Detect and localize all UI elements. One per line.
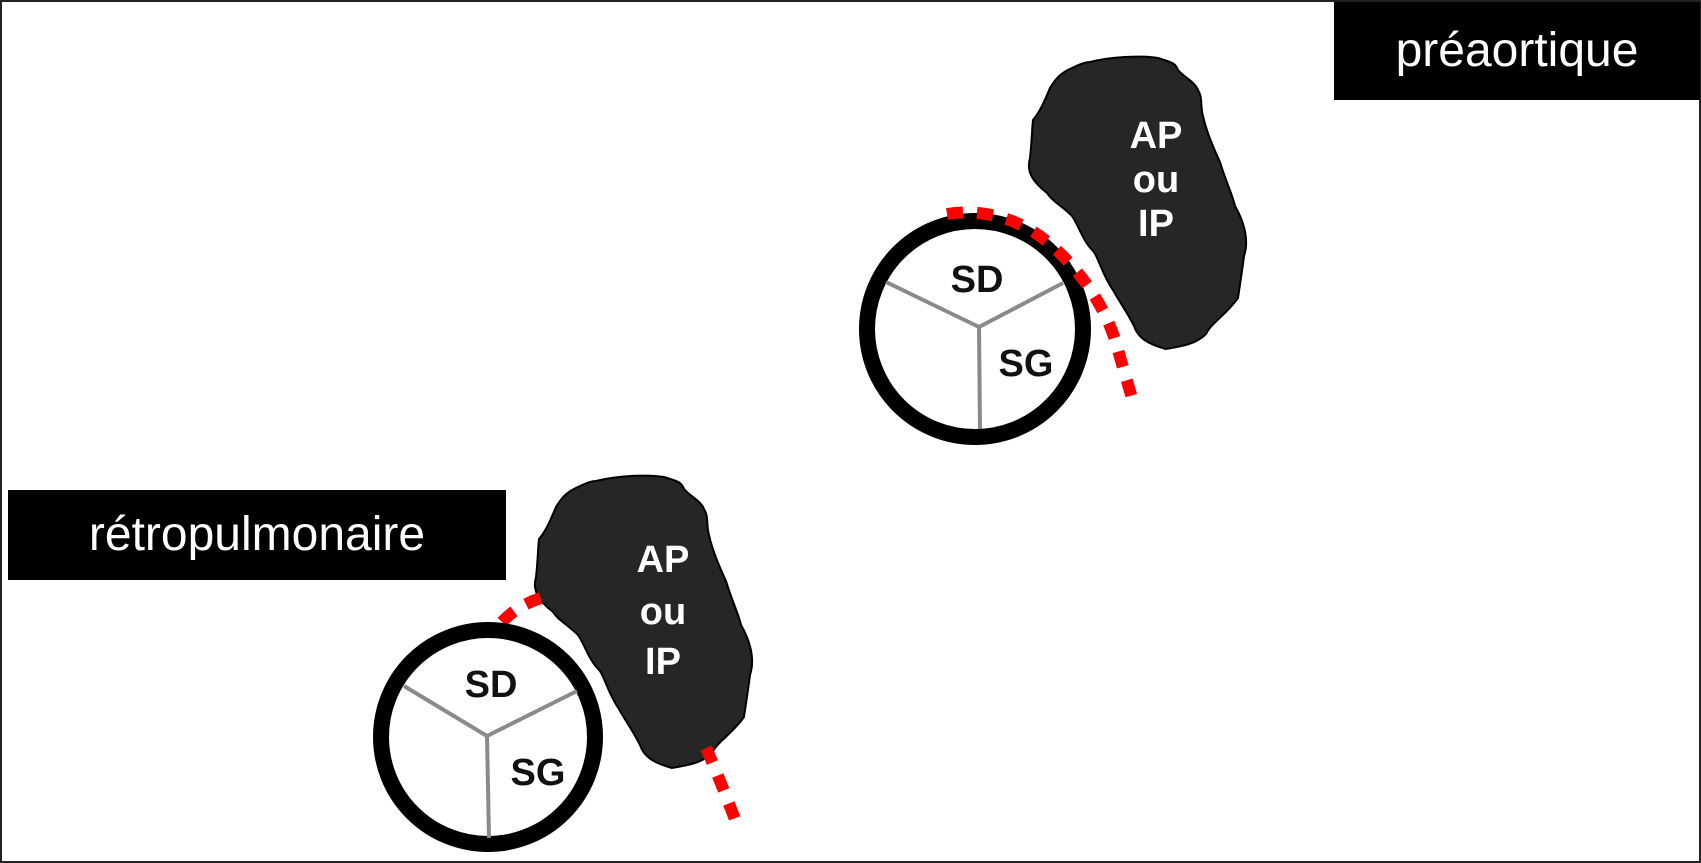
retro-vessel-label-1: AP [637,539,690,581]
retropulmonary-group: AP ou IP SD SG [373,474,754,852]
retro-dashed-path-upper [497,590,550,627]
retro-sd-label: SD [465,664,518,706]
preaortic-vessel-label-2: ou [1133,159,1179,201]
retro-vessel-label-3: IP [645,641,681,683]
preaortic-vessel-label-1: AP [1130,115,1183,157]
preaortic-sd-label: SD [951,259,1004,301]
label-preaortique: préaortique [1334,2,1700,100]
retro-vessel-label-2: ou [640,591,686,633]
retro-divider-right [486,689,578,738]
preaortic-group: AP ou IP SD SG [859,55,1248,445]
preaortic-divider-left [885,280,980,329]
preaortic-divider-right [978,281,1064,329]
preaortic-vessel-label-3: IP [1138,203,1174,245]
preaortic-vessel-shape [1028,55,1248,351]
preaortic-dashed-path [946,206,1140,408]
retro-vessel-shape [534,474,754,770]
preaortic-divider-down [977,326,982,430]
retro-divider-down [485,735,491,839]
retro-dashed-path-lower [700,745,742,825]
retro-sg-label: SG [511,752,566,794]
label-retropulmonaire: rétropulmonaire [8,490,506,580]
preaortic-bronchus-ring [859,213,1091,445]
retro-divider-left [402,684,489,738]
preaortic-sg-label: SG [999,343,1054,385]
